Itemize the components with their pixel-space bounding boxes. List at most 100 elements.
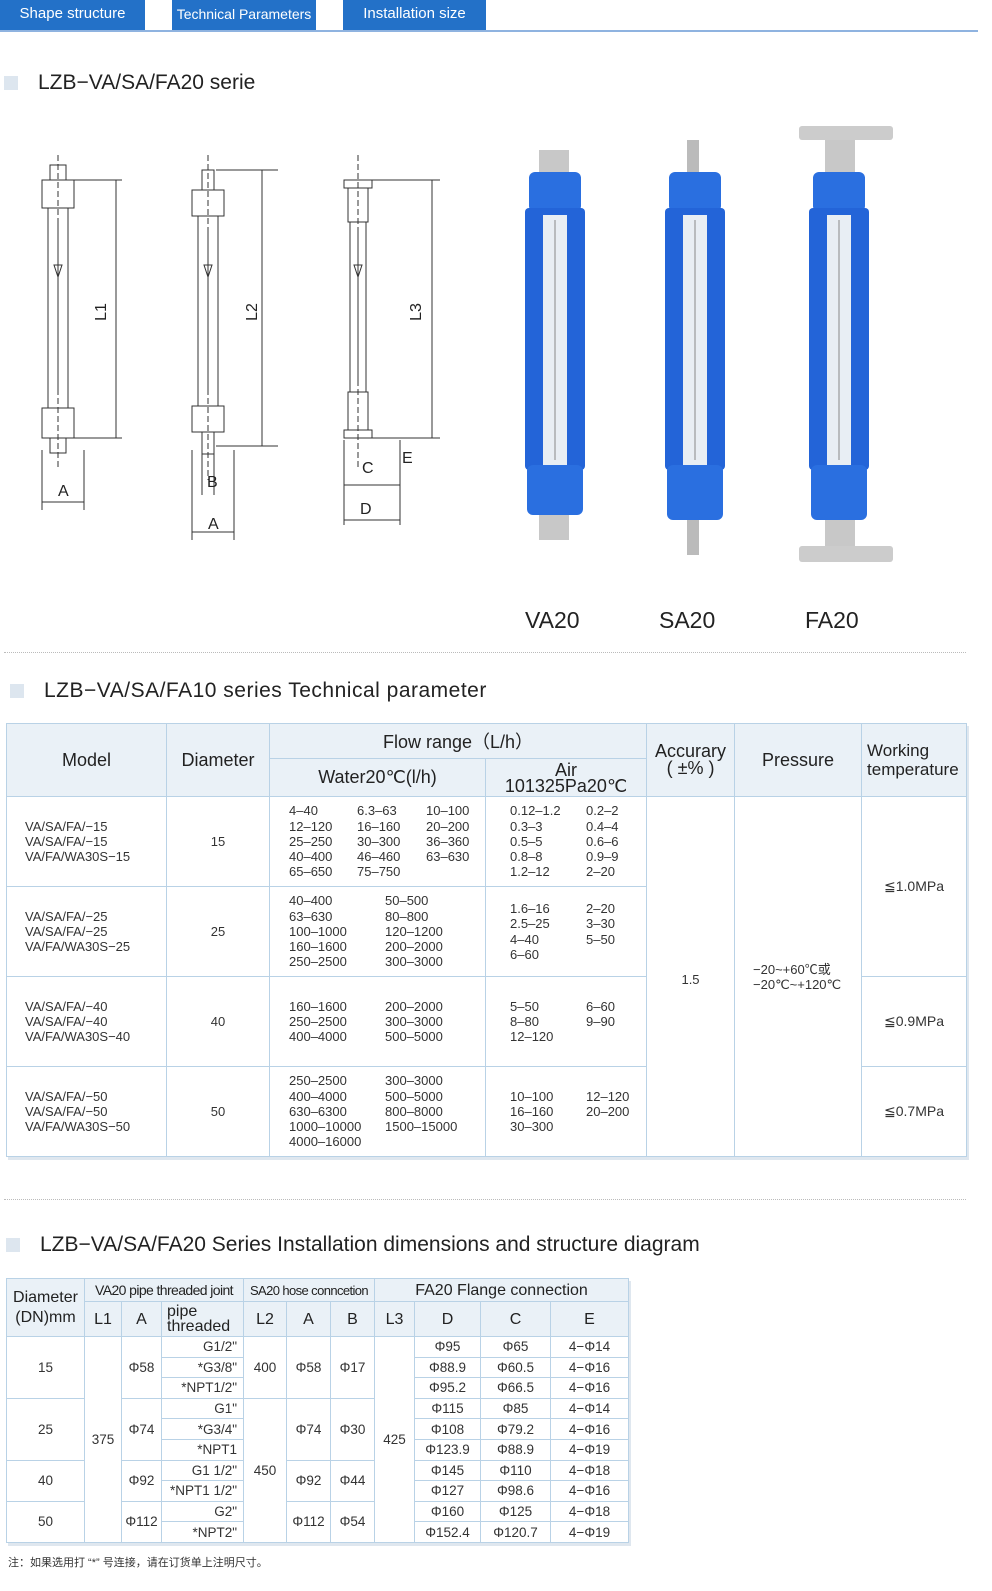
va-a-cell: Φ74: [121, 1397, 162, 1461]
air-range: 0.3–3: [510, 818, 543, 834]
header-temp-line1: Working: [867, 741, 930, 760]
air-range: 0.8–8: [510, 849, 543, 865]
water-range: 1500–15000: [385, 1119, 458, 1135]
installation-dimension-table: Diameter(DN)mm VA20 pipe threaded joint …: [6, 1278, 630, 1543]
header-l1: L1: [84, 1301, 122, 1337]
tab-bar: Shape structure Technical Parameters Ins…: [0, 0, 978, 32]
section-title-text: LZB−VA/SA/FA20 serie: [38, 71, 256, 94]
flange-c-cell: Φ60.5: [480, 1356, 552, 1379]
water-range: 250–2500: [289, 1013, 347, 1029]
water-range: 50–500: [385, 893, 429, 909]
flange-c-cell: Φ110: [480, 1459, 552, 1482]
water-range: 160–1600: [289, 998, 347, 1014]
sa-b-cell: Φ30: [330, 1397, 376, 1461]
header-dn-line1: Diameter: [13, 1288, 78, 1306]
water-range: 500–5000: [385, 1029, 443, 1045]
header-c: C: [480, 1301, 552, 1337]
air-range: 2.5–25: [510, 916, 550, 932]
water-range: 25–250: [289, 833, 333, 849]
flange-c-cell: Φ79.2: [480, 1418, 552, 1440]
flange-d-cell: Φ115: [414, 1397, 482, 1420]
sa-drawing: [191, 155, 278, 540]
header-dn-line2: (DN)mm: [15, 1308, 76, 1326]
water-range: 100–1000: [289, 923, 347, 939]
header-l3: L3: [374, 1301, 416, 1337]
flange-d-cell: Φ123.9: [414, 1438, 482, 1461]
header-va20: VA20 pipe threaded joint: [83, 1278, 245, 1302]
dim-e3: E: [402, 450, 413, 467]
water-range: 160–1600: [289, 939, 347, 955]
l3-cell: 425: [374, 1336, 416, 1543]
pipe-thread-cell: G1/2": [160, 1336, 245, 1358]
water-range: 65–650: [289, 864, 333, 880]
flange-e-cell: 4−Φ16: [550, 1418, 630, 1440]
header-flow-range: Flow range（L/h）: [268, 723, 648, 759]
diameter-cell: 25: [166, 886, 270, 977]
header-water: Water20℃(l/h): [269, 758, 486, 797]
flange-e-cell: 4−Φ18: [550, 1459, 630, 1482]
footnote: 注：如果选用打 “*” 号连接，请在订货单上注明尺寸。: [8, 1557, 268, 1569]
product-label-sa20: SA20: [659, 607, 716, 633]
flange-e-cell: 4−Φ16: [550, 1377, 630, 1399]
tab-installation-size[interactable]: Installation size: [343, 0, 486, 30]
air-range: 3–30: [586, 916, 615, 932]
dim-b2: B: [207, 474, 218, 491]
flange-d-cell: Φ145: [414, 1459, 482, 1482]
model-name: VA/SA/FA/−25: [25, 923, 108, 939]
model-name: VA/FA/WA30S−25: [25, 939, 131, 955]
va-a-cell: Φ92: [121, 1459, 162, 1502]
water-range: 200–2000: [385, 939, 443, 955]
header-b: B: [330, 1301, 376, 1337]
flange-e-cell: 4−Φ16: [550, 1356, 630, 1379]
sa-a-cell: Φ92: [286, 1459, 332, 1502]
air-range: 1.2–12: [510, 864, 550, 880]
flange-e-cell: 4−Φ16: [550, 1480, 630, 1502]
air-range: 0.9–9: [586, 849, 619, 865]
dim-l2: L2: [243, 303, 261, 321]
header-e: E: [550, 1301, 630, 1337]
dn-cell: 15: [6, 1336, 85, 1399]
water-range: 16–160: [357, 818, 401, 834]
diameter-cell: 40: [166, 976, 270, 1067]
tab-shape-structure[interactable]: Shape structure: [0, 0, 145, 30]
flange-d-cell: Φ95.2: [414, 1377, 482, 1399]
sa-b-cell: Φ44: [330, 1459, 376, 1502]
model-name: VA/SA/FA/−50: [25, 1103, 108, 1119]
header-model: Model: [6, 723, 167, 797]
flange-e-cell: 4−Φ14: [550, 1336, 630, 1358]
pipe-thread-cell: *NPT2": [160, 1521, 245, 1543]
header-accuracy: Accurary( ±% ): [646, 723, 736, 797]
water-range: 6.3–63: [357, 803, 397, 819]
air-range: 0.5–5: [510, 833, 543, 849]
water-range: 4000–16000: [289, 1134, 362, 1150]
air-range: 5–50: [510, 998, 539, 1014]
air-range: [586, 1029, 646, 1044]
fa20-image: [799, 126, 893, 562]
header-air-line2: 101325Pa20℃: [504, 775, 628, 796]
header-a: A: [121, 1301, 162, 1337]
air-range: 5–50: [586, 931, 615, 947]
model-name: VA/SA/FA/−15: [25, 818, 108, 834]
pipe-thread-cell: *G3/8": [160, 1356, 245, 1379]
air-range: 6–60: [586, 998, 615, 1014]
product-label-va20: VA20: [525, 607, 580, 633]
tab-technical-parameters[interactable]: Technical Parameters: [172, 0, 316, 30]
divider: [4, 1199, 966, 1200]
air-range: 16–160: [510, 1103, 554, 1119]
air-range: 0.6–6: [586, 833, 619, 849]
diameter-cell: 50: [166, 1066, 270, 1157]
